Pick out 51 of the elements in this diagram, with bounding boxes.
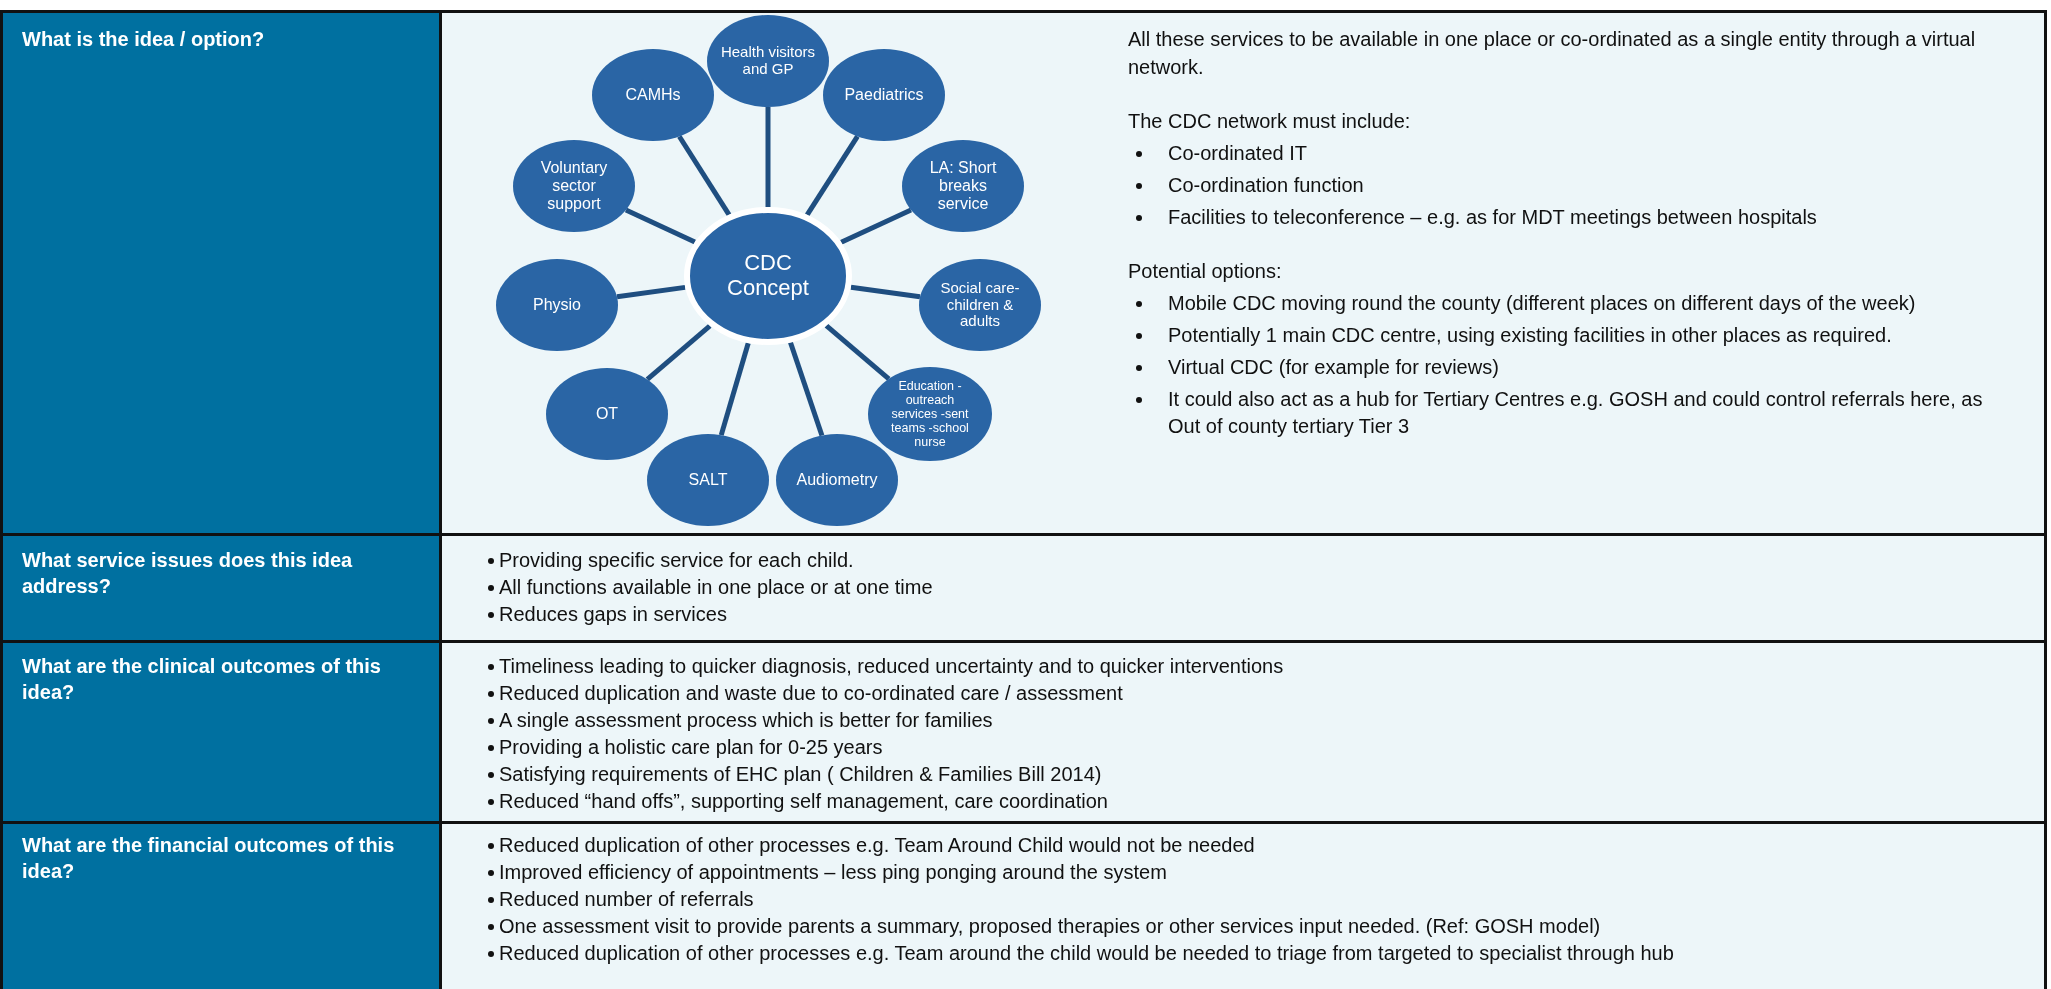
bullet-item: One assessment visit to provide parents a summary, proposed therapies or other services input needed. (Ref: GOSH model) [480,913,1980,940]
service-ellipse: LA: Short breaks service [902,140,1024,232]
bullet-item: Facilities to teleconference – e.g. as for MDT meetings between hospitals [1128,204,2008,231]
connector-line [805,135,860,217]
bullet-item: Timeliness leading to quicker diagnosis, reduced uncertainty and to quicker interventions [480,653,1980,680]
row-heading: What service issues does this idea address? [22,548,354,599]
connector-line [645,323,712,382]
connector-line [788,341,825,437]
bullet-item: Reduced “hand offs”, supporting self management, care coordination [480,788,1980,815]
row-heading: What are the clinical outcomes of this idea? [22,654,382,705]
row-heading: What is the idea / option? [22,27,266,52]
connector-line [840,207,912,245]
bullet-item: Reduced duplication of other processes e.g. Team around the child would be needed to triage from targeted to specialist through hub [480,940,1980,967]
bullet-item: Improved efficiency of appointments – less ping ponging around the system [480,859,1980,886]
service-ellipse: Social care- children & adults [919,259,1041,351]
bullet-item: It could also act as a hub for Tertiary Centres e.g. GOSH and could control referrals here, as Out of county tertiary Tier 3 [1128,386,2008,440]
service-ellipse: OT [546,368,668,460]
bullet-item: Reduced number of referrals [480,886,1980,913]
bullet-item: Potentially 1 main CDC centre, using existing facilities in other places as required. [1128,322,2008,349]
service-ellipse: CAMHs [592,49,714,141]
bullet-item: Providing a holistic care plan for 0-25 years [480,734,1980,761]
bullet-item: Virtual CDC (for example for reviews) [1128,354,2008,381]
paragraph-text: Potential options: [1128,259,1283,284]
paragraph-text: The CDC network must include: [1128,109,1412,134]
bullet-item: Reduced duplication of other processes e.g. Team Around Child would not be needed [480,832,1980,859]
connector-line [850,284,921,300]
connector-line [824,323,891,381]
bullet-item: Co-ordination function [1128,172,2008,199]
service-ellipse: Education -outreach services -sent teams -school nurse [868,367,992,461]
service-ellipse: Voluntary sector support [513,140,635,232]
bullet-item: Mobile CDC moving round the county (different places on different days of the week) [1128,290,2008,317]
connector-line [624,207,696,245]
service-ellipse: Health visitors and GP [707,15,829,107]
bullet-item: Reduced duplication and waste due to co-ordinated care / assessment [480,680,1980,707]
service-ellipse: Paediatrics [823,49,945,141]
paragraph-text: All these services to be available in one place or co-ordinated as a single entity through a virtual network. [1128,27,1977,80]
row-heading: What are the financial outcomes of this idea? [22,833,396,884]
bullet-item: Reduces gaps in services [480,601,1980,628]
service-ellipse: SALT [647,434,769,526]
hub-ellipse: CDC Concept [684,207,852,345]
bullet-item: Satisfying requirements of EHC plan ( Children & Families Bill 2014) [480,761,1980,788]
bullet-item: A single assessment process which is better for families [480,707,1980,734]
connector-line [765,107,771,207]
connector-line [616,284,686,300]
bullet-item: Providing specific service for each child. [480,547,1980,574]
connector-line [677,135,732,217]
bullet-item: Co-ordinated IT [1128,140,2008,167]
service-ellipse: Physio [496,259,618,351]
service-ellipse: Audiometry [776,434,898,526]
bullet-item: All functions available in one place or at one time [480,574,1980,601]
connector-line [718,342,751,436]
